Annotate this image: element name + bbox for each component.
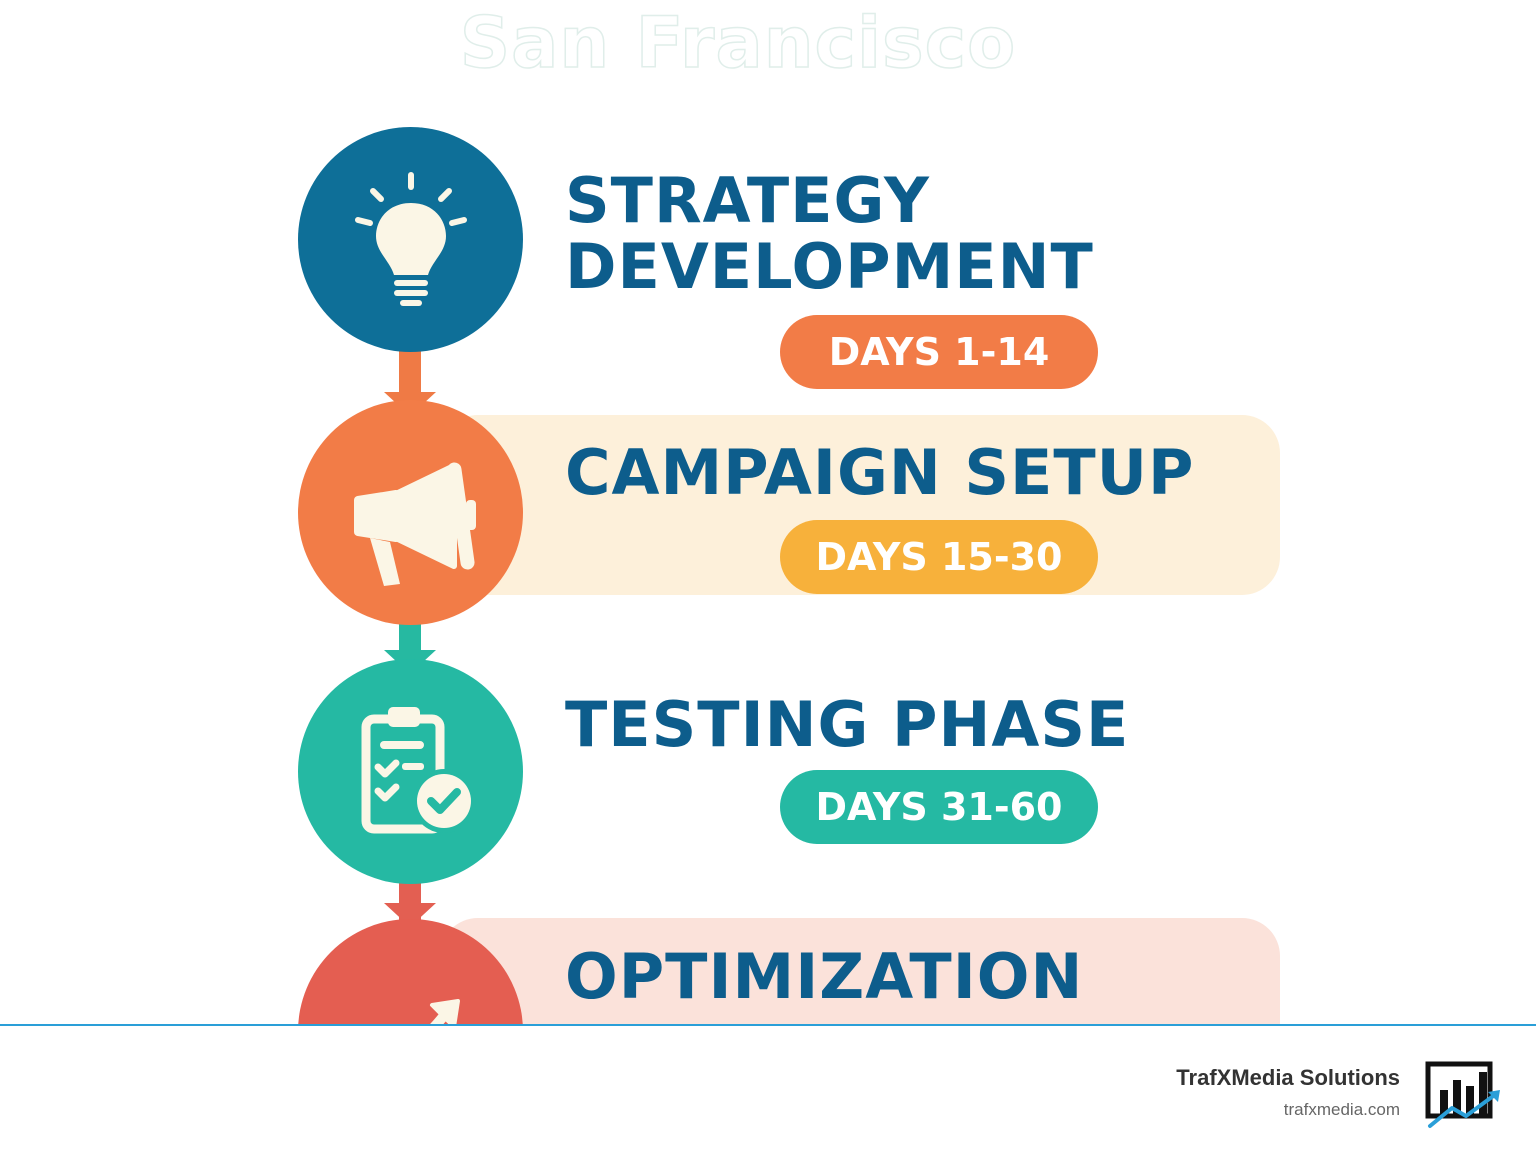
bar-chart-logo-icon — [1425, 1061, 1500, 1128]
days-badge: DAYS 15-30 — [780, 520, 1098, 594]
step-title: OPTIMIZATION — [565, 940, 1084, 1013]
lightbulb-icon — [354, 171, 467, 306]
brand-name: TrafXMedia Solutions — [1176, 1065, 1400, 1090]
step-strategy-circle — [298, 127, 523, 352]
step-title: STRATEGY DEVELOPMENT — [565, 164, 1094, 303]
page-title: San Francisco — [459, 1, 1017, 85]
step-title: CAMPAIGN SETUP — [565, 436, 1195, 509]
megaphone-icon — [353, 461, 476, 586]
step-testing-circle — [298, 659, 523, 884]
clipboard-check-icon — [361, 706, 476, 833]
step-campaign-circle — [298, 400, 523, 625]
brand-url[interactable]: trafxmedia.com — [1283, 1100, 1400, 1119]
step-title: TESTING PHASE — [565, 688, 1130, 761]
footer-bar: TrafXMedia Solutions trafxmedia.com — [0, 1024, 1536, 1156]
days-badge: DAYS 1-14 — [780, 315, 1098, 389]
days-badge: DAYS 31-60 — [780, 770, 1098, 844]
